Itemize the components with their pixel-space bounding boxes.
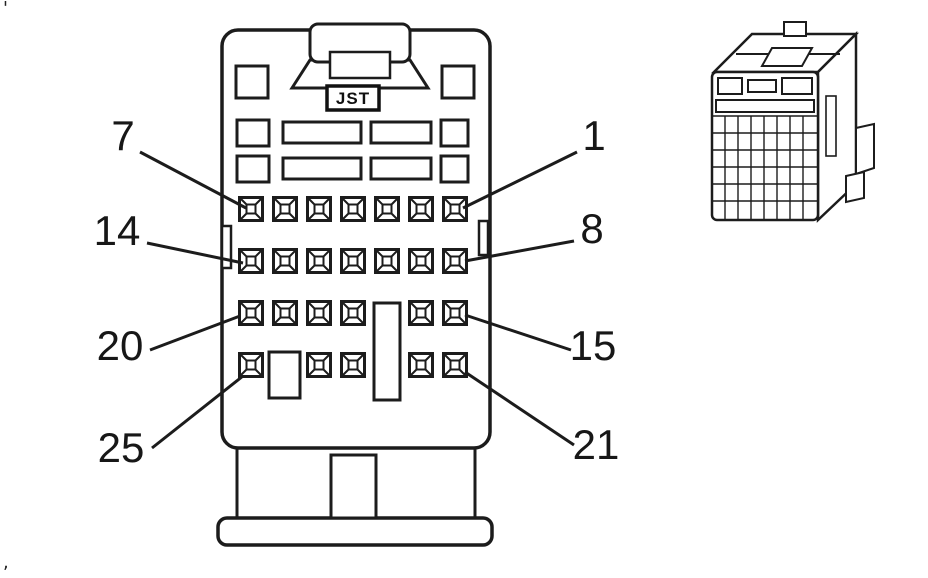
artifact-mark-top-left: ': [3, 0, 8, 19]
vent-slot: [281, 120, 363, 145]
callout-label: 20: [97, 322, 144, 369]
perspective-side-wing: [855, 122, 875, 176]
perspective-side-clip: [845, 170, 865, 204]
vent-slot: [439, 118, 470, 148]
pin-cavity-2: [408, 196, 434, 222]
pin-cavity-18: [306, 300, 332, 326]
pin-cavity-4: [340, 196, 366, 222]
pin-cavity-8: [442, 248, 468, 274]
connector-front-view: [216, 22, 494, 547]
vent-slot: [281, 156, 363, 181]
callout-pin-20: 20: [97, 314, 241, 369]
perspective-top-latch: [783, 21, 807, 37]
callout-label: 1: [582, 112, 605, 159]
pin-cavity-14: [238, 248, 264, 274]
brand-label-box: JST: [325, 84, 381, 112]
row4-keying-cavity: [267, 350, 302, 400]
pin-cavity-6: [272, 196, 298, 222]
left-edge-notch: [220, 224, 233, 270]
pin-cavity-15: [442, 300, 468, 326]
callout-label: 15: [570, 322, 617, 369]
vent-slot: [439, 154, 470, 184]
center-keying-slot: [372, 301, 402, 402]
pin-cavity-10: [374, 248, 400, 274]
pin-cavity-21: [442, 352, 468, 378]
callout-pin-15: 15: [464, 313, 617, 369]
vent-slot: [235, 118, 271, 148]
pin-cavity-11: [340, 248, 366, 274]
cavity-grid-texture: [712, 115, 818, 220]
brand-label: JST: [336, 89, 370, 108]
artifact-mark-bottom-left: ,: [3, 552, 9, 573]
pin-cavity-9: [408, 248, 434, 274]
pin-cavity-19: [272, 300, 298, 326]
vent-slot: [369, 156, 433, 181]
pin-cavity-5: [306, 196, 332, 222]
callout-label: 14: [94, 207, 141, 254]
callout-label: 8: [580, 205, 603, 252]
callout-label: 7: [111, 112, 134, 159]
pin-cavity-22: [408, 352, 434, 378]
bottom-center-tongue: [329, 453, 378, 520]
connector-perspective-view: [710, 21, 875, 223]
top-latch-window: [328, 50, 392, 80]
callout-pin-25: 25: [98, 374, 244, 471]
pin-cavity-12: [306, 248, 332, 274]
upper-left-cavity: [234, 64, 270, 100]
pin-cavity-20: [238, 300, 264, 326]
pin-cavity-23: [340, 352, 366, 378]
pin-cavity-25: [238, 352, 264, 378]
right-edge-notch: [477, 219, 490, 257]
callout-pin-7: 7: [111, 112, 247, 210]
callout-label: 21: [573, 421, 620, 468]
pin-cavity-7: [238, 196, 264, 222]
vent-slot: [369, 120, 433, 145]
pin-cavity-24: [306, 352, 332, 378]
callout-pin-14: 14: [94, 207, 244, 265]
upper-right-cavity: [440, 64, 476, 100]
callouts: 7 1 14 8 20 15 25 21: [94, 112, 620, 471]
callout-pin-8: 8: [464, 205, 604, 263]
pin-cavity-17: [340, 300, 366, 326]
pin-cavity-13: [272, 248, 298, 274]
pin-cavity-3: [374, 196, 400, 222]
callout-pin-21: 21: [464, 370, 620, 468]
pin-cavity-16: [408, 300, 434, 326]
callout-label: 25: [98, 424, 145, 471]
pin-cavity-1: [442, 196, 468, 222]
vent-slot: [235, 154, 271, 184]
callout-pin-1: 1: [462, 112, 606, 210]
connector-base-flange: [216, 516, 494, 547]
